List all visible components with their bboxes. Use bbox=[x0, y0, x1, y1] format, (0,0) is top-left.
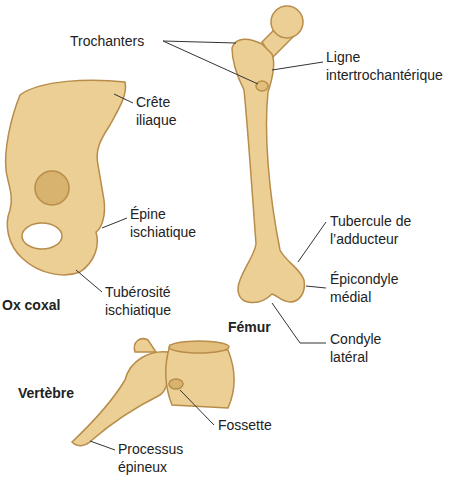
part-label: Vertèbre bbox=[18, 385, 74, 401]
part-label: Ox coxal bbox=[2, 297, 60, 313]
part-label: Épicondyle médial bbox=[330, 271, 399, 305]
label-box: Tubercule de l’adducteur bbox=[330, 212, 440, 248]
label-box: Crête iliaque bbox=[136, 93, 206, 129]
part-label: Épine ischiatique bbox=[130, 206, 196, 240]
part-label: Condyle latéral bbox=[330, 331, 381, 365]
part-label: Ligne intertrochantérique bbox=[326, 49, 443, 83]
label-box: Épine ischiatique bbox=[130, 205, 210, 241]
label-box: Tubérosité ischiatique bbox=[105, 283, 197, 319]
part-label: Fémur bbox=[228, 319, 271, 335]
label-box: Ox coxal bbox=[2, 296, 82, 314]
label-box: Fossette bbox=[218, 416, 298, 434]
label-box: Fémur bbox=[228, 318, 288, 336]
part-label: Processus épineux bbox=[118, 441, 183, 475]
label-box: Condyle latéral bbox=[330, 330, 405, 366]
part-label: Trochanters bbox=[70, 33, 144, 49]
part-label: Fossette bbox=[218, 417, 272, 433]
label-box: Trochanters bbox=[70, 32, 165, 50]
label-box: Ligne intertrochantérique bbox=[326, 48, 464, 84]
label-box: Vertèbre bbox=[18, 384, 98, 402]
part-label: Tubercule de l’adducteur bbox=[330, 213, 411, 247]
label-box: Processus épineux bbox=[118, 440, 208, 476]
part-label: Crête iliaque bbox=[136, 94, 176, 128]
part-label: Tubérosité ischiatique bbox=[105, 284, 171, 318]
label-box: Épicondyle médial bbox=[330, 270, 425, 306]
